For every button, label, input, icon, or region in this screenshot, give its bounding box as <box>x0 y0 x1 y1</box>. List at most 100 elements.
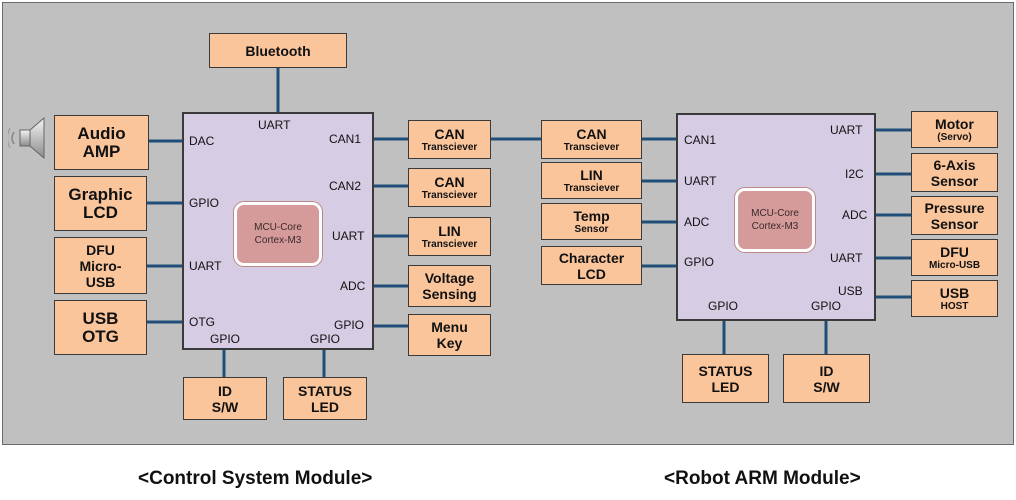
graphic-lcd-block: Graphic LCD <box>54 176 147 231</box>
robot-pin-uart-right2: UART <box>830 251 863 265</box>
motor-servo-block: Motor (Servo) <box>911 111 998 148</box>
can-transceiver-2-block: CAN Transciever <box>408 168 491 207</box>
control-id-sw-line2: S/W <box>211 398 239 415</box>
robot-dfu-block: DFU Micro-USB <box>911 239 998 276</box>
control-core-line1: MCU-Core <box>254 222 302 233</box>
robot-dfu-sub: Micro-USB <box>928 260 981 271</box>
robot-pin-gpio-bottom1: GPIO <box>708 299 739 313</box>
dfu-line1: DFU <box>86 241 115 258</box>
audio-amp-block: Audio AMP <box>54 115 149 170</box>
motor-sub: (Servo) <box>937 132 972 143</box>
temp-sub: Sensor <box>574 224 609 235</box>
control-pin-gpio-bottom1: GPIO <box>210 332 241 346</box>
robot-status-led-line2: LED <box>711 378 740 395</box>
control-mcu-core: MCU-Core Cortex-M3 <box>234 202 322 266</box>
control-status-led-block: STATUS LED <box>283 377 367 420</box>
robot-pin-can1: CAN1 <box>684 133 717 147</box>
control-id-sw-line1: ID <box>218 382 232 399</box>
control-status-led-line1: STATUS <box>298 382 352 399</box>
control-pin-can1: CAN1 <box>329 132 362 146</box>
control-status-led-line2: LED <box>311 398 339 415</box>
lin-t-sub: Transciever <box>421 239 478 250</box>
robot-pin-adc-left: ADC <box>684 215 710 229</box>
audio-amp-line2: AMP <box>82 141 121 161</box>
control-module-caption: <Control System Module> <box>138 468 373 489</box>
robot-pin-i2c: I2C <box>845 167 864 181</box>
usb-otg-block: USB OTG <box>54 300 147 355</box>
control-pin-gpio-right: GPIO <box>334 318 365 332</box>
robot-id-sw-block: ID S/W <box>783 354 870 403</box>
robot-pin-gpio-left: GPIO <box>684 255 715 269</box>
six-axis-sensor-block: 6-Axis Sensor <box>911 153 998 192</box>
pressure-line1: Pressure <box>924 199 985 216</box>
speaker-icon <box>8 116 45 160</box>
six-axis-line1: 6-Axis <box>933 156 976 173</box>
dfu-line3: USB <box>85 273 116 290</box>
six-axis-line2: Sensor <box>930 172 979 189</box>
control-id-sw-block: ID S/W <box>183 377 267 420</box>
can-t2-title: CAN <box>434 174 465 190</box>
bluetooth-label: Bluetooth <box>245 42 311 59</box>
robot-status-led-block: STATUS LED <box>682 354 769 403</box>
can-t1-title: CAN <box>434 126 465 142</box>
voltage-line2: Sensing <box>422 286 477 302</box>
robot-core-line1: MCU-Core <box>751 208 799 219</box>
robot-pin-usb: USB <box>838 284 863 298</box>
dfu-micro-usb-block: DFU Micro- USB <box>54 237 147 294</box>
control-pin-uart-top: UART <box>258 118 291 132</box>
menu-key-block: Menu Key <box>408 314 491 356</box>
robot-lin-transceiver-block: LIN Transciever <box>541 162 642 199</box>
motor-title: Motor <box>935 116 974 132</box>
can-t1-sub: Transciever <box>421 142 478 153</box>
char-lcd-line1: Character <box>558 249 625 266</box>
robot-pin-uart-left: UART <box>684 174 717 188</box>
can-t2-sub: Transciever <box>421 190 478 201</box>
dfu-line2: Micro- <box>79 257 122 274</box>
usb-host-block: USB HOST <box>911 280 998 317</box>
character-lcd-block: Character LCD <box>541 246 642 285</box>
robot-lin-t-title: LIN <box>580 167 603 183</box>
robot-status-led-line1: STATUS <box>698 362 753 379</box>
lin-transceiver-block: LIN Transciever <box>408 217 491 256</box>
temp-sensor-block: Temp Sensor <box>541 203 642 240</box>
robot-pin-adc-right: ADC <box>842 208 868 222</box>
pressure-line2: Sensor <box>930 215 979 232</box>
control-pin-can2: CAN2 <box>329 179 362 193</box>
usb-host-title: USB <box>939 285 970 301</box>
char-lcd-line2: LCD <box>577 265 606 282</box>
robot-core-line2: Cortex-M3 <box>751 221 799 232</box>
robot-id-sw-line2: S/W <box>813 378 840 395</box>
control-core-line2: Cortex-M3 <box>254 235 302 246</box>
robot-lin-t-sub: Transciever <box>563 183 620 194</box>
menu-key-line1: Menu <box>431 319 468 335</box>
robot-mcu <box>676 113 876 321</box>
voltage-sensing-block: Voltage Sensing <box>408 265 491 307</box>
robot-pin-gpio-bottom2: GPIO <box>811 299 842 313</box>
audio-amp-line1: Audio <box>77 123 126 143</box>
control-pin-uart-left: UART <box>189 259 222 273</box>
usb-otg-line1: USB <box>82 308 119 328</box>
robot-module-caption: <Robot ARM Module> <box>664 468 861 489</box>
bluetooth-block: Bluetooth <box>209 33 347 68</box>
voltage-line1: Voltage <box>424 270 475 286</box>
control-pin-otg: OTG <box>189 315 215 329</box>
robot-can-t-title: CAN <box>576 126 607 142</box>
lin-t-title: LIN <box>438 223 461 239</box>
robot-pin-uart-right1: UART <box>830 123 863 137</box>
control-pin-adc: ADC <box>340 279 366 293</box>
usb-host-sub: HOST <box>940 301 969 312</box>
robot-can-transceiver-block: CAN Transciever <box>541 120 642 159</box>
robot-mcu-core: MCU-Core Cortex-M3 <box>735 188 815 252</box>
control-pin-gpio-left: GPIO <box>189 196 220 210</box>
menu-key-line2: Key <box>436 335 463 351</box>
can-transceiver-1-block: CAN Transciever <box>408 120 491 159</box>
pressure-sensor-block: Pressure Sensor <box>911 196 998 235</box>
robot-id-sw-line1: ID <box>819 362 834 379</box>
robot-can-t-sub: Transciever <box>563 142 620 153</box>
temp-title: Temp <box>573 208 610 224</box>
graphic-lcd-line1: Graphic <box>68 184 133 204</box>
robot-dfu-title: DFU <box>940 244 969 260</box>
control-pin-gpio-bottom2: GPIO <box>310 332 341 346</box>
usb-otg-line2: OTG <box>82 326 119 346</box>
